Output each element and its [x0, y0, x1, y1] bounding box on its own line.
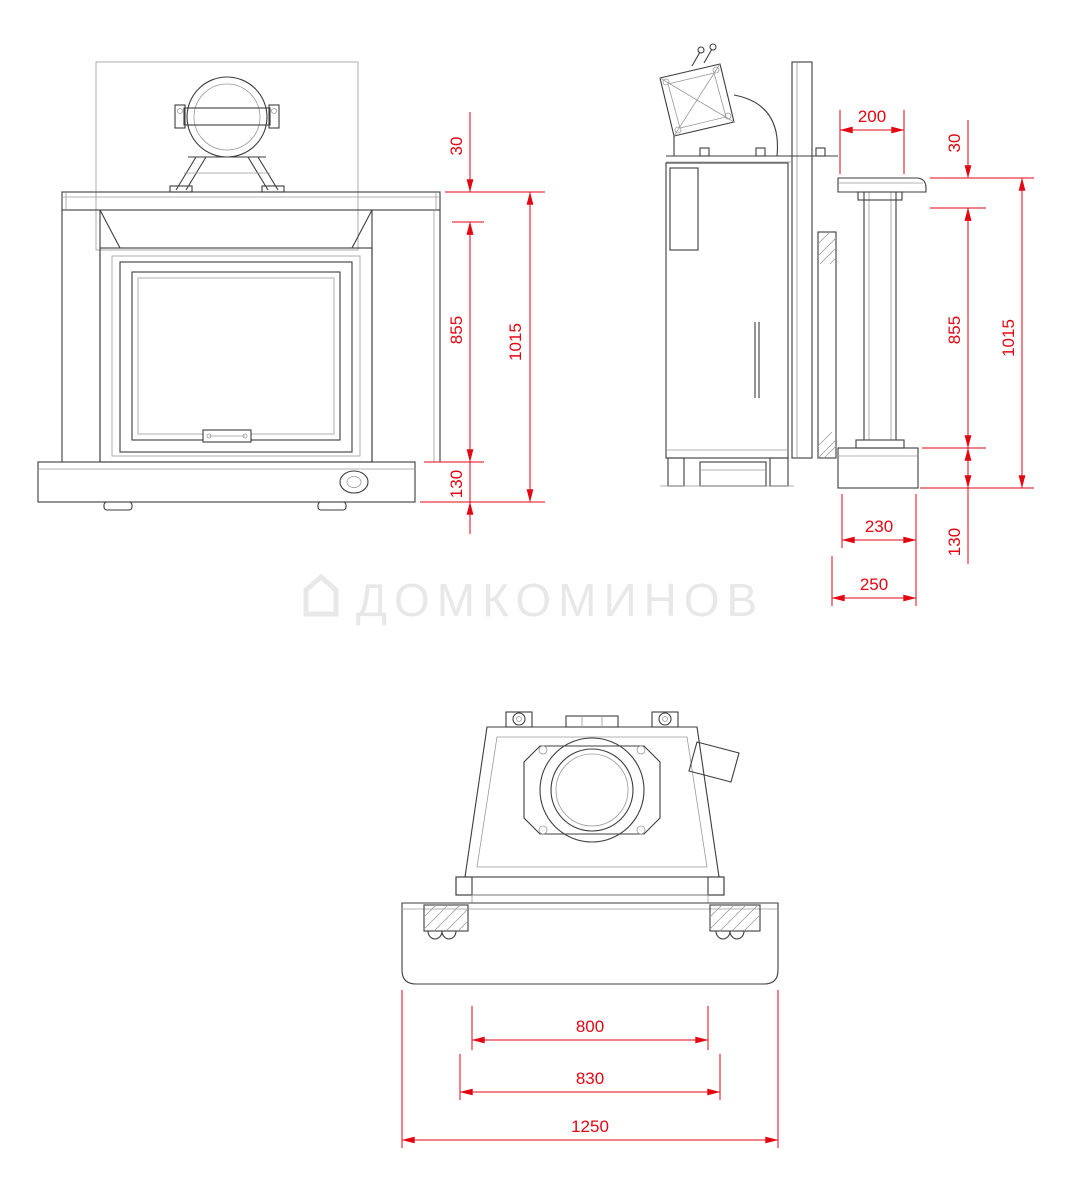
side-dimensions: 200 30 855 130 1015 230 250 — [831, 107, 1034, 606]
front-door — [119, 261, 353, 453]
front-back-panel — [95, 61, 359, 251]
plan-front-frame — [455, 876, 725, 896]
dim-front-firebox-height-label: 855 — [447, 316, 466, 344]
dim-side-shelf-depth: 200 — [839, 107, 905, 134]
dim-plan-total-width: 1250 — [401, 1117, 779, 1144]
dim-plan-opening-width-label: 800 — [576, 1017, 604, 1036]
side-back-panel — [791, 61, 813, 459]
dim-plan-frame-width: 830 — [459, 1069, 721, 1096]
front-mantel-shelf — [61, 191, 441, 211]
dim-side-total-height-label: 1015 — [999, 319, 1018, 357]
dim-front-firebox-height: 855 — [447, 221, 474, 463]
front-air-inlet — [339, 470, 369, 494]
dim-front-total-height-label: 1015 — [506, 323, 525, 361]
watermark-text: ДОМКОМИНОВ — [356, 574, 764, 626]
dim-front-base-height-label: 130 — [447, 470, 466, 498]
front-dimensions: 30 855 130 1015 — [420, 112, 545, 534]
dim-side-firebox-height: 855 — [945, 207, 972, 449]
watermark: ДОМКОМИНОВ — [303, 573, 764, 626]
plan-dimensions: 800 830 1250 — [401, 990, 779, 1148]
dim-plan-frame-width-label: 830 — [576, 1069, 604, 1088]
dim-side-total-height: 1015 — [999, 177, 1026, 489]
dim-side-body-depth: 230 — [841, 517, 917, 544]
dim-plan-opening-width: 800 — [471, 1017, 709, 1044]
dim-side-shelf-depth-label: 200 — [858, 107, 886, 126]
plan-flue-outlet — [539, 737, 645, 843]
dim-side-total-depth-label: 250 — [860, 575, 888, 594]
plan-base — [401, 902, 779, 985]
dim-side-total-depth: 250 — [831, 575, 917, 602]
top-view — [401, 711, 779, 985]
dim-front-base-height: 130 — [447, 462, 474, 534]
dim-plan-total-width-label: 1250 — [571, 1117, 609, 1136]
dim-side-base-height-label: 130 — [945, 528, 964, 556]
side-mantel-shelf — [837, 177, 927, 193]
side-base — [837, 447, 919, 489]
watermark-house-icon — [303, 573, 339, 617]
dim-front-total-height: 1015 — [506, 191, 534, 503]
dim-side-top-gap-label: 30 — [945, 134, 964, 153]
dim-side-top-gap: 30 — [945, 120, 972, 238]
plan-flue-plate — [523, 745, 661, 835]
front-glass — [131, 271, 341, 441]
dim-side-body-depth-label: 230 — [865, 517, 893, 536]
dim-front-top-gap-label: 30 — [447, 137, 466, 156]
plan-side-duct — [688, 741, 740, 783]
front-view — [37, 61, 441, 511]
front-base — [37, 461, 416, 503]
dim-side-firebox-height-label: 855 — [945, 316, 964, 344]
side-wall-section — [817, 231, 837, 459]
dim-front-top-gap: 30 — [447, 112, 474, 252]
side-body — [665, 162, 789, 459]
front-flue-pipe — [186, 76, 268, 158]
dim-side-base-height: 130 — [945, 447, 972, 564]
side-view — [659, 43, 927, 489]
